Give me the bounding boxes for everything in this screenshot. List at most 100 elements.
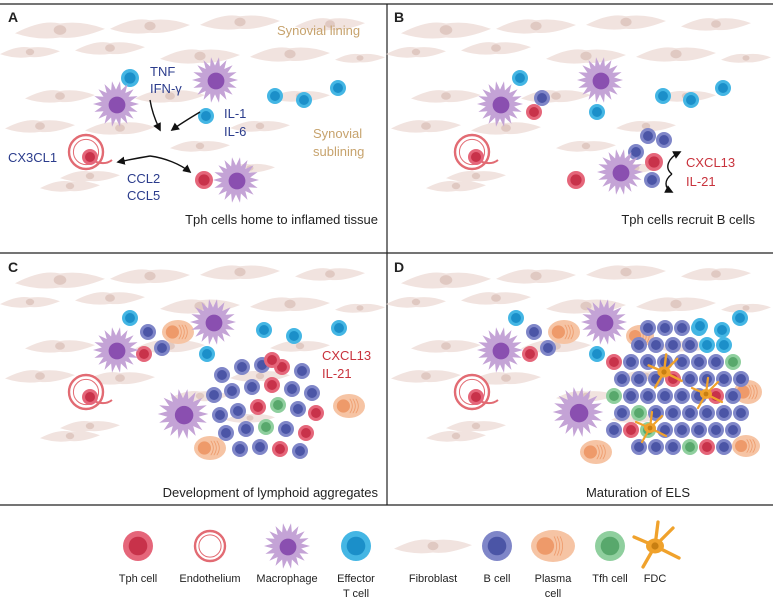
b-cell <box>631 371 647 387</box>
plasma-cell <box>732 435 760 457</box>
fibroblast <box>85 122 155 135</box>
fibroblast <box>85 372 155 385</box>
fibroblast <box>75 42 145 55</box>
b-cell <box>682 337 698 353</box>
b-cell <box>284 381 300 397</box>
fibroblast <box>446 421 506 432</box>
sublining-label: sublining <box>313 144 364 159</box>
effector-t-cell <box>715 80 731 96</box>
fibroblast <box>461 42 531 55</box>
effector-t-cell <box>122 310 138 326</box>
tfh-cell <box>270 397 286 413</box>
effector-t-cell <box>716 337 732 353</box>
b-cell <box>623 354 639 370</box>
macrophage <box>577 57 623 103</box>
tfh-cell <box>595 531 625 561</box>
fibroblast <box>426 181 486 192</box>
legend-effector-label-2: T cell <box>343 588 369 600</box>
fibroblast <box>546 49 626 64</box>
fibroblast <box>681 268 751 281</box>
fibroblast <box>496 19 576 34</box>
plasma-cell <box>580 440 612 464</box>
b-cell <box>674 388 690 404</box>
macrophage <box>597 149 643 195</box>
tnf-label: TNF <box>150 64 175 79</box>
panel-frame <box>0 3 773 506</box>
panel-a-letter: A <box>8 9 18 25</box>
b-cell <box>674 320 690 336</box>
fibroblast <box>471 372 541 385</box>
fibroblast <box>60 421 120 432</box>
tph-cell <box>264 377 280 393</box>
b-cell <box>623 388 639 404</box>
fibroblast <box>250 297 330 312</box>
b-cell <box>214 367 230 383</box>
b-cell <box>648 337 664 353</box>
tph-cell <box>250 399 266 415</box>
b-cell <box>640 320 656 336</box>
fibroblast <box>721 53 771 63</box>
fibroblast <box>40 431 100 442</box>
macrophage <box>581 299 627 345</box>
b-cell <box>725 388 741 404</box>
tph-cell <box>468 149 499 165</box>
panel-b-letter: B <box>394 9 404 25</box>
tfh-cell <box>258 419 274 435</box>
macrophage <box>157 389 209 439</box>
effector-t-cell <box>692 318 708 334</box>
effector-t-cell <box>512 70 528 86</box>
macrophage <box>93 327 139 373</box>
fibroblast <box>15 272 105 289</box>
b-cell <box>699 405 715 421</box>
b-cell <box>238 421 254 437</box>
fibroblast <box>135 90 205 103</box>
fibroblast <box>295 18 365 31</box>
macrophage <box>190 299 236 345</box>
panel-c-caption: Development of lymphoid aggregates <box>163 485 379 500</box>
b-cell <box>230 403 246 419</box>
effector-t-cell <box>256 322 272 338</box>
panel-b-caption: Tph cells recruit B cells <box>621 212 755 227</box>
b-cell <box>614 405 630 421</box>
b-cell <box>640 388 656 404</box>
fibroblast <box>295 268 365 281</box>
fibroblast <box>394 539 472 554</box>
effector-t-cell <box>655 88 671 104</box>
effector-t-cell <box>714 322 730 338</box>
fibroblast <box>250 47 330 62</box>
b-cell <box>644 172 660 188</box>
b-cell <box>656 132 672 148</box>
panel-d-letter: D <box>394 259 404 275</box>
effector-t-cell <box>267 88 283 104</box>
tfh-cell <box>606 388 622 404</box>
legend-endothelium-label: Endothelium <box>179 573 240 585</box>
effector-t-cell <box>699 337 715 353</box>
fibroblast <box>335 303 385 313</box>
tph-cell <box>522 346 538 362</box>
tph-cell <box>195 171 213 189</box>
ccl2-label: CCL2 <box>127 171 160 186</box>
fibroblast <box>5 370 75 383</box>
b-cell <box>682 371 698 387</box>
b-cell <box>482 531 512 561</box>
effector-t-cell <box>286 328 302 344</box>
legend: Tph cell Endothelium Macrophage Effector… <box>119 573 667 600</box>
b-cell <box>631 337 647 353</box>
b-cell <box>244 379 260 395</box>
b-cell <box>691 422 707 438</box>
fibroblast <box>401 272 491 289</box>
b-cell <box>716 371 732 387</box>
panel-a-caption: Tph cells home to inflamed tissue <box>185 212 378 227</box>
fibroblast <box>681 18 751 31</box>
tph-cell <box>123 531 153 561</box>
b-cell <box>140 324 156 340</box>
panel-b-cxcl13-label: CXCL13 <box>686 155 735 170</box>
fibroblast <box>461 292 531 305</box>
fibroblast <box>721 303 771 313</box>
legend-effector-label-1: Effector <box>337 573 375 585</box>
tfh-cell <box>682 439 698 455</box>
tph-cell <box>623 422 639 438</box>
fibroblast <box>471 122 541 135</box>
b-cell <box>716 405 732 421</box>
